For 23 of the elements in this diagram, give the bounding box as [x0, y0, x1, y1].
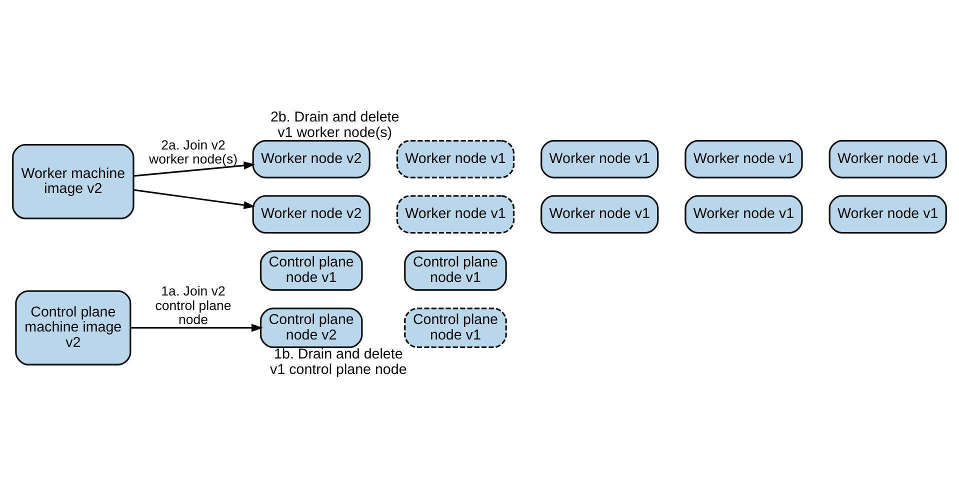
- node-box: Worker node v1: [540, 194, 659, 234]
- node-box: Worker node v2: [252, 194, 370, 234]
- node-box: Worker node v1: [396, 139, 515, 178]
- node-box: Control plane node v1: [404, 307, 507, 348]
- node-box: Worker node v1: [684, 194, 803, 234]
- edge-label: 1a. Join v2 control plane node: [155, 283, 232, 327]
- arrow: [130, 323, 263, 332]
- node-box: Worker node v1: [828, 139, 947, 178]
- node-box: Control plane node v1: [404, 250, 507, 290]
- node-box: Control plane node v1: [260, 250, 363, 290]
- node-box: Worker node v2: [252, 139, 370, 178]
- node-box: Worker machine image v2: [12, 144, 134, 219]
- node-box: Worker node v1: [540, 139, 659, 178]
- node-box: Control plane machine image v2: [15, 290, 132, 365]
- node-box: Control plane node v2: [260, 307, 363, 348]
- edge-label: 2a. Join v2 worker node(s): [149, 136, 238, 166]
- node-box: Worker node v1: [396, 194, 515, 234]
- node-box: Worker node v1: [684, 139, 803, 178]
- node-box: Worker node v1: [828, 194, 947, 234]
- node-label: 1b. Drain and delete v1 control plane node: [270, 346, 407, 378]
- arrow: [134, 161, 256, 176]
- node-label: 2b. Drain and delete v1 worker node(s): [270, 109, 400, 140]
- arrow: [134, 188, 256, 209]
